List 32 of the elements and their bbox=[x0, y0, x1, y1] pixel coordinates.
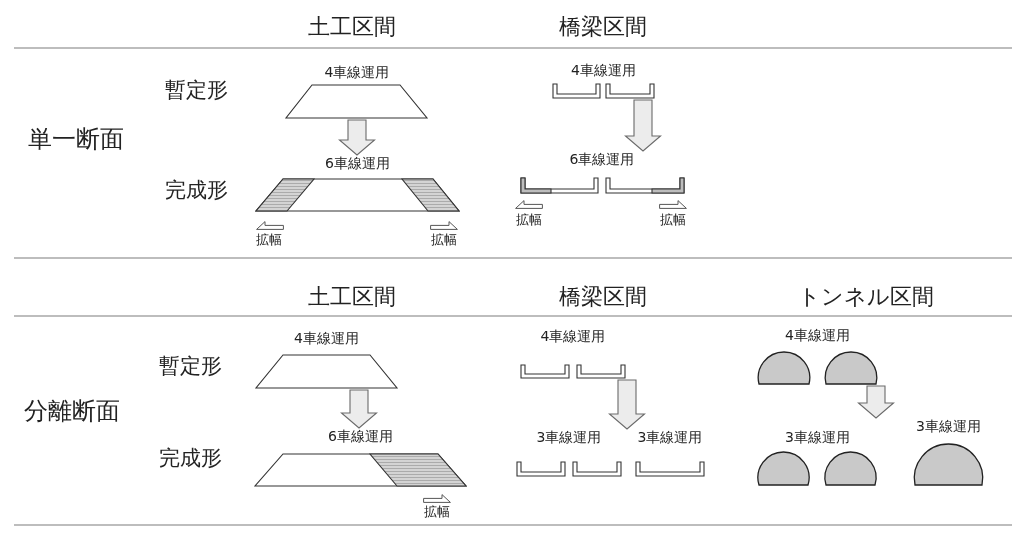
lane-count-label: 4車線運用 bbox=[785, 327, 850, 344]
row-label: 暫定形 bbox=[164, 77, 228, 103]
lane-count-label: 4車線運用 bbox=[571, 62, 636, 79]
row-label: 完成形 bbox=[164, 177, 228, 203]
column-heading: トンネル区間 bbox=[798, 284, 934, 310]
lane-count-label: 4車線運用 bbox=[294, 330, 359, 347]
lane-count-label: 3車線運用 bbox=[536, 429, 602, 446]
row-label: 暫定形 bbox=[158, 353, 222, 379]
block-arrow bbox=[624, 99, 662, 152]
lane-count-label: 4車線運用 bbox=[540, 328, 606, 345]
block-arrow bbox=[857, 385, 895, 419]
row-heading: 分離断面 bbox=[24, 398, 120, 426]
column-heading: 土工区間 bbox=[308, 14, 396, 40]
lane-count-label: 3車線運用 bbox=[785, 429, 850, 446]
lane-count-label: 6車線運用 bbox=[569, 151, 635, 168]
widening-label: 拡幅 bbox=[660, 212, 686, 228]
lane-count-label: 6車線運用 bbox=[325, 155, 390, 172]
widening-label: 拡幅 bbox=[431, 232, 457, 248]
lane-count-label: 6車線運用 bbox=[328, 428, 393, 445]
column-heading: 土工区間 bbox=[308, 284, 396, 310]
row-label: 完成形 bbox=[158, 445, 222, 471]
block-arrow bbox=[340, 389, 378, 429]
widening-label: 拡幅 bbox=[516, 212, 542, 228]
block-arrow bbox=[338, 119, 376, 156]
widening-label: 拡幅 bbox=[256, 232, 282, 248]
lane-count-label: 3車線運用 bbox=[916, 418, 981, 435]
column-heading: 橋梁区間 bbox=[559, 14, 647, 40]
lane-count-label: 4車線運用 bbox=[324, 64, 390, 81]
lane-count-label: 3車線運用 bbox=[637, 429, 703, 446]
widening-label: 拡幅 bbox=[424, 504, 450, 520]
column-heading: 橋梁区間 bbox=[559, 284, 647, 310]
row-heading: 単一断面 bbox=[28, 126, 124, 154]
